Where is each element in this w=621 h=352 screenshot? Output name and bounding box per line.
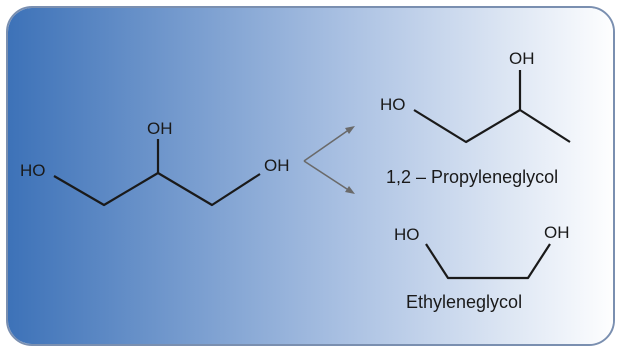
arrow-down-head — [345, 186, 355, 194]
propyleneglycol-bonds — [413, 108, 571, 144]
ethyleneglycol-bonds — [425, 243, 551, 280]
glycerol-oh-right-label: OH — [264, 156, 290, 175]
propyleneglycol-caption: 1,2 – Propyleneglycol — [386, 167, 558, 187]
reaction-arrows — [303, 126, 355, 194]
reaction-diagram: HO OH OH HO OH 1,2 – Propyleneglycol — [8, 8, 613, 344]
propyleneglycol-ho-label: HO — [380, 95, 406, 114]
ethyleneglycol-caption: Ethyleneglycol — [406, 292, 522, 312]
propyleneglycol-molecule: HO OH 1,2 – Propyleneglycol — [380, 49, 571, 187]
ethyleneglycol-molecule: HO OH Ethyleneglycol — [394, 223, 570, 312]
panel-background — [8, 8, 613, 344]
glycerol-oh-top-label: OH — [147, 119, 173, 138]
glycerol-ho-label: HO — [20, 161, 46, 180]
glycerol-molecule: HO OH OH — [20, 119, 290, 207]
propyleneglycol-oh-label: OH — [509, 49, 535, 68]
ethyleneglycol-ho-label: HO — [394, 225, 420, 244]
arrow-down — [303, 160, 351, 192]
arrow-up-head — [345, 126, 355, 134]
arrow-up — [303, 128, 351, 162]
rounded-gradient-panel: HO OH OH HO OH 1,2 – Propyleneglycol — [6, 6, 615, 346]
ethyleneglycol-oh-label: OH — [544, 223, 570, 242]
